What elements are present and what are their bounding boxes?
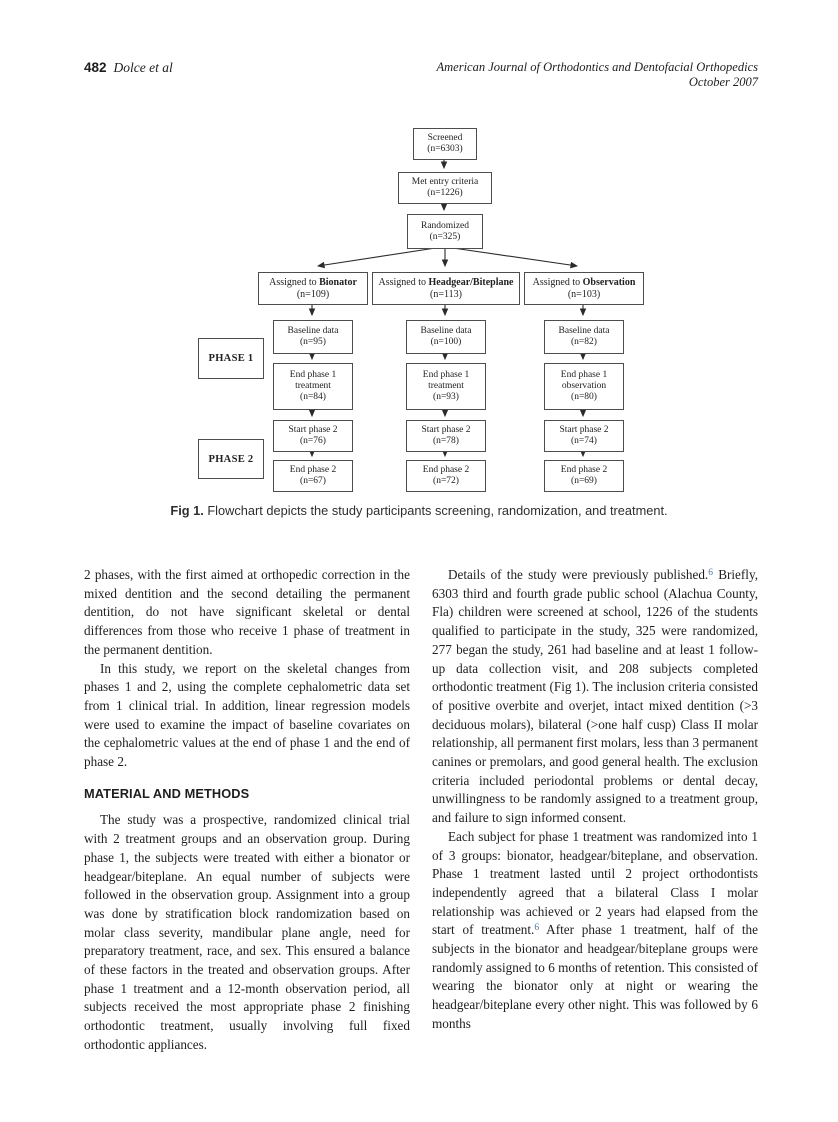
- fbox-end-phase2-headgear: End phase 2 (n=72): [406, 460, 486, 492]
- phase1-label-box: PHASE 1: [198, 338, 264, 379]
- journal-issue-date: October 2007: [688, 75, 758, 89]
- fbox-met-criteria: Met entry criteria (n=1226): [398, 172, 492, 204]
- paragraph: Details of the study were previously pub…: [432, 567, 758, 826]
- fbox-baseline-bionator: Baseline data (n=95): [273, 320, 353, 354]
- fbox-start-phase2-headgear: Start phase 2 (n=78): [406, 420, 486, 452]
- figure-caption-text: Flowchart depicts the study participants…: [203, 503, 668, 518]
- running-header-right: American Journal of Orthodontics and Den…: [437, 60, 759, 90]
- citation-ref-6[interactable]: 6: [708, 568, 713, 578]
- paragraph: In this study, we report on the skeletal…: [84, 660, 410, 770]
- fbox-start-phase2-bionator: Start phase 2 (n=76): [273, 420, 353, 452]
- paragraph-continued: 2 phases, with the first aimed at orthop…: [84, 567, 410, 657]
- paragraph: Each subject for phase 1 treatment was r…: [432, 828, 759, 1031]
- fbox-baseline-headgear: Baseline data (n=100): [406, 320, 486, 354]
- flowchart-figure: Screened (n=6303) Met entry criteria (n=…: [196, 126, 656, 498]
- fbox-randomized: Randomized (n=325): [407, 214, 483, 249]
- paragraph: The study was a prospective, randomized …: [84, 812, 410, 1052]
- running-header: 482 Dolce et al American Journal of Ortho…: [84, 60, 758, 90]
- page-number: 482: [84, 60, 107, 75]
- running-authors: Dolce et al: [113, 60, 173, 75]
- phase2-label-box: PHASE 2: [198, 439, 264, 479]
- article-body: 2 phases, with the first aimed at orthop…: [84, 566, 758, 1055]
- fbox-end-phase1-observation: End phase 1 observation (n=80): [544, 363, 624, 410]
- journal-title: American Journal of Orthodontics and Den…: [436, 60, 759, 74]
- figure-caption-label: Fig 1.: [170, 503, 204, 518]
- fbox-assigned-bionator: Assigned to Bionator (n=109): [258, 272, 368, 305]
- right-column: Details of the study were previously pub…: [432, 566, 758, 1055]
- figure-caption: Fig 1. Flowchart depicts the study parti…: [0, 503, 838, 518]
- section-heading-material-methods: MATERIAL AND METHODS: [84, 785, 250, 801]
- fbox-assigned-headgear-biteplane: Assigned to Headgear/Biteplane (n=113): [372, 272, 520, 305]
- fbox-assigned-observation: Assigned to Observation (n=103): [524, 272, 644, 305]
- fbox-screened: Screened (n=6303): [413, 128, 477, 160]
- fbox-end-phase2-bionator: End phase 2 (n=67): [273, 460, 353, 492]
- fbox-start-phase2-observation: Start phase 2 (n=74): [544, 420, 624, 452]
- fbox-end-phase2-observation: End phase 2 (n=69): [544, 460, 624, 492]
- left-column: 2 phases, with the first aimed at orthop…: [84, 566, 410, 1055]
- citation-ref-6[interactable]: 6: [534, 923, 540, 934]
- fbox-end-phase1-headgear: End phase 1 treatment (n=93): [406, 363, 486, 410]
- fbox-baseline-observation: Baseline data (n=82): [544, 320, 624, 354]
- fbox-end-phase1-bionator: End phase 1 treatment (n=84): [273, 363, 353, 410]
- running-header-left: 482 Dolce et al: [84, 60, 173, 76]
